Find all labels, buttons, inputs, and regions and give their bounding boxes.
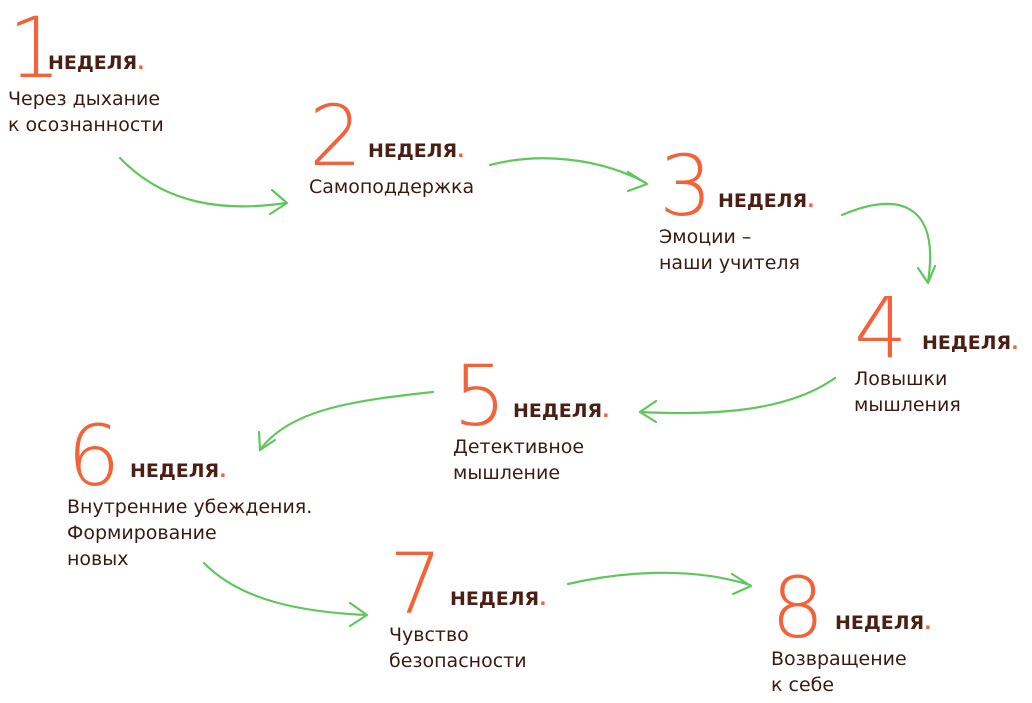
step-description-line: новых [67, 548, 129, 570]
step-heading-label: НЕДЕЛЯ [835, 612, 925, 634]
step-description-line: Детективное [453, 436, 585, 458]
step-description-line: Чувство [389, 624, 469, 646]
arrow-head-2-to-3 [626, 170, 649, 193]
step-description-line: Через дыхание [8, 88, 161, 110]
step-heading-dot: . [137, 52, 145, 74]
step-heading-dot: . [457, 140, 465, 162]
step-description-line: Возвращение [771, 648, 907, 670]
step-number: 2 [309, 87, 362, 185]
step-description: Внутренние убеждения. Формирование новых [67, 494, 312, 572]
step-description: Самоподдержка [309, 174, 474, 200]
step-heading-label: НЕДЕЛЯ [718, 190, 808, 212]
arrow-head-6-to-7 [348, 601, 369, 628]
step-heading-dot: . [924, 612, 932, 634]
step-description-line: мышления [854, 394, 961, 416]
step-heading-dot: . [219, 460, 227, 482]
step-heading: НЕДЕЛЯ. [513, 400, 609, 422]
arrow-2-to-3 [488, 157, 648, 185]
arrow-head-1-to-2 [268, 188, 289, 216]
step-number: 7 [389, 535, 442, 633]
step-number: 1 [8, 0, 61, 97]
step-heading: НЕДЕЛЯ. [835, 612, 931, 634]
step-heading: НЕДЕЛЯ. [450, 588, 546, 610]
step-description: Ловышки мышления [854, 366, 961, 418]
arrow-3-to-4 [840, 202, 932, 284]
step-heading-label: НЕДЕЛЯ [130, 460, 220, 482]
step-description-line: Внутренние убеждения. [67, 496, 313, 518]
step-description-line: к себе [771, 674, 835, 696]
step-description-line: к осознанности [8, 114, 164, 136]
step-description-line: Ловышки [854, 368, 948, 390]
arrow-1-to-2 [118, 156, 288, 208]
step-number: 8 [771, 559, 824, 657]
arrow-5-to-6 [258, 390, 435, 452]
step-heading: НЕДЕЛЯ. [922, 332, 1018, 354]
step-heading: НЕДЕЛЯ. [718, 190, 814, 212]
step-heading: НЕДЕЛЯ. [130, 460, 226, 482]
step-heading-dot: . [1011, 332, 1019, 354]
step-heading-dot: . [539, 588, 547, 610]
step-description-line: наши учителя [659, 252, 800, 274]
step-description: Эмоции – наши учителя [659, 224, 800, 276]
step-heading-label: НЕДЕЛЯ [368, 140, 458, 162]
step-number: 5 [453, 347, 506, 445]
step-number: 3 [659, 137, 712, 235]
step-heading-dot: . [602, 400, 610, 422]
arrow-head-4-to-5 [638, 399, 658, 424]
arrow-head-7-to-8 [730, 572, 753, 596]
step-heading-label: НЕДЕЛЯ [48, 52, 138, 74]
step-heading-dot: . [807, 190, 815, 212]
step-heading-label: НЕДЕЛЯ [450, 588, 540, 610]
step-description-line: Эмоции – [659, 226, 752, 248]
step-description-line: мышление [453, 462, 561, 484]
arrow-4-to-5 [638, 376, 837, 415]
arrow-7-to-8 [566, 571, 752, 587]
step-number: 4 [854, 279, 907, 377]
step-heading-label: НЕДЕЛЯ [513, 400, 603, 422]
step-heading: НЕДЕЛЯ. [48, 52, 144, 74]
step-description-line: Самоподдержка [309, 176, 475, 198]
step-description: Детективное мышление [453, 434, 584, 486]
step-heading-label: НЕДЕЛЯ [922, 332, 1012, 354]
step-number: 6 [67, 407, 120, 505]
step-heading: НЕДЕЛЯ. [368, 140, 464, 162]
step-description: Возвращение к себе [771, 646, 907, 698]
step-description-line: Формирование [67, 522, 217, 544]
step-description: Чувство безопасности [389, 622, 527, 674]
arrow-head-5-to-6 [257, 430, 277, 452]
step-description-line: безопасности [389, 650, 527, 672]
arrow-head-3-to-4 [916, 264, 937, 285]
step-description: Через дыхание к осознанности [8, 86, 164, 138]
